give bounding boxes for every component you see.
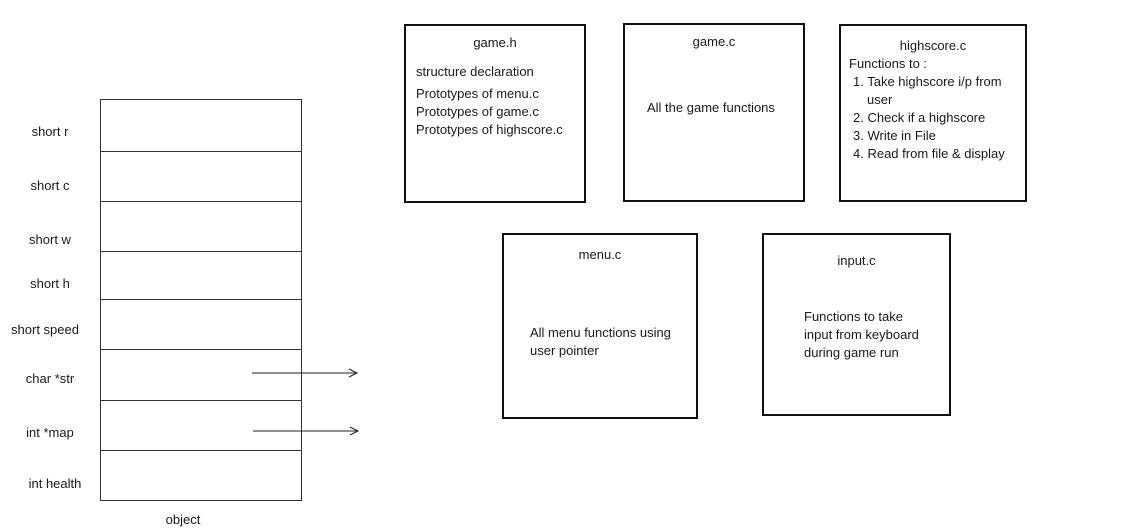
highscore-c-intro: Functions to :: [849, 56, 928, 71]
struct-caption: object: [165, 512, 201, 527]
menu-c-title: menu.c: [578, 247, 622, 262]
struct-cell-h: [101, 252, 301, 300]
game-c-title: game.c: [692, 34, 736, 49]
struct-cell-speed: [101, 300, 301, 350]
struct-cell-c: [101, 152, 301, 202]
struct-cell-str: [101, 350, 301, 401]
field-label-speed: short speed: [11, 322, 79, 337]
highscore-c-item: user: [867, 92, 893, 107]
input-c-line: input from keyboard: [804, 327, 919, 342]
field-label-c: short c: [30, 178, 70, 193]
game-h-line: Prototypes of game.c: [416, 104, 539, 119]
input-c-line: Functions to take: [804, 309, 903, 324]
str-arrowhead-icon: [348, 368, 359, 378]
field-label-str: char *str: [25, 371, 75, 386]
input-c-line: during game run: [804, 345, 899, 360]
struct-table: [100, 99, 302, 501]
highscore-c-item: 3. Write in File: [853, 128, 936, 143]
field-label-h: short h: [30, 276, 70, 291]
game-h-line: Prototypes of menu.c: [416, 86, 539, 101]
highscore-c-box: highscore.c Functions to : 1. Take highs…: [839, 24, 1027, 202]
field-label-w: short w: [29, 232, 71, 247]
field-label-r: short r: [31, 124, 69, 139]
game-h-line: structure declaration: [416, 64, 534, 79]
struct-cell-r: [101, 100, 301, 152]
highscore-c-item: 1. Take highscore i/p from: [853, 74, 1002, 89]
game-h-box: game.h structure declaration Prototypes …: [404, 24, 586, 203]
menu-c-box: menu.c All menu functions using user poi…: [502, 233, 698, 419]
field-label-health: int health: [28, 476, 82, 491]
input-c-box: input.c Functions to take input from key…: [762, 233, 951, 416]
struct-cell-health: [101, 451, 301, 501]
game-h-line: Prototypes of highscore.c: [416, 122, 563, 137]
game-c-box: game.c All the game functions: [623, 23, 805, 202]
game-h-title: game.h: [473, 35, 517, 50]
game-c-line: All the game functions: [647, 100, 775, 115]
field-label-map: int *map: [26, 425, 74, 440]
struct-cell-w: [101, 202, 301, 252]
menu-c-line: All menu functions using: [530, 325, 671, 340]
highscore-c-item: 2. Check if a highscore: [853, 110, 986, 125]
menu-c-line: user pointer: [530, 343, 599, 358]
highscore-c-title: highscore.c: [899, 38, 967, 53]
input-c-title: input.c: [837, 253, 876, 268]
map-arrowhead-icon: [349, 426, 360, 436]
highscore-c-item: 4. Read from file & display: [853, 146, 1005, 161]
struct-cell-map: [101, 401, 301, 451]
